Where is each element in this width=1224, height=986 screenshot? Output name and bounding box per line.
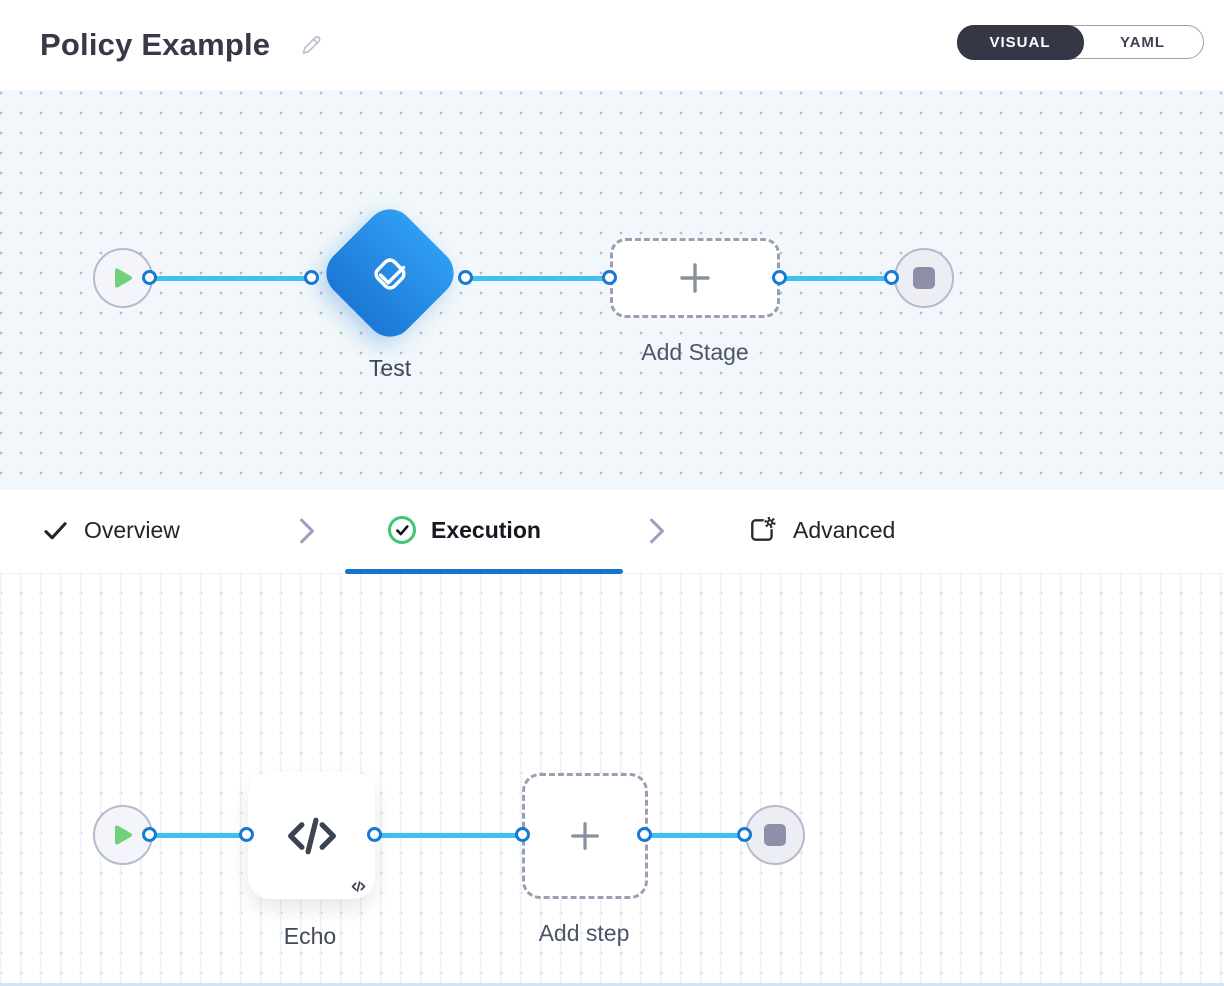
stage-graph-canvas[interactable]: Test Add Stage (0, 90, 1224, 490)
port[interactable] (737, 827, 752, 842)
execution-graph-canvas[interactable]: Echo Add step (0, 574, 1224, 986)
edge-add-to-end (780, 276, 892, 281)
port[interactable] (458, 270, 473, 285)
edge-step-to-add (375, 833, 523, 838)
step-node-echo[interactable] (248, 772, 375, 899)
execution-end-node[interactable] (745, 805, 805, 865)
stage-node-test[interactable] (316, 199, 464, 347)
check-icon (42, 517, 69, 544)
play-icon (112, 823, 134, 847)
tab-advanced[interactable]: Advanced (748, 490, 895, 570)
add-step-button[interactable] (522, 773, 648, 899)
edge-start-to-stage (150, 276, 312, 281)
plus-icon (677, 260, 713, 296)
stage-label: Test (368, 355, 412, 381)
step-label: Echo (283, 923, 337, 949)
play-icon (112, 266, 134, 290)
stop-icon (764, 824, 786, 846)
edge-start-to-step (150, 833, 247, 838)
header: Policy Example VISUAL YAML (0, 0, 1224, 90)
chevron-right-icon (298, 517, 316, 545)
tab-overview[interactable]: Overview (42, 490, 180, 570)
visual-yaml-toggle: VISUAL YAML (956, 24, 1204, 60)
toggle-visual-button[interactable]: VISUAL (956, 24, 1084, 60)
port[interactable] (304, 270, 319, 285)
edge-stage-to-add (466, 276, 610, 281)
check-circle-icon (388, 516, 416, 544)
tab-execution-label: Execution (431, 516, 541, 543)
add-stage-button[interactable] (610, 238, 780, 318)
pipeline-end-node[interactable] (894, 248, 954, 308)
tab-overview-label: Overview (84, 516, 180, 543)
port[interactable] (515, 827, 530, 842)
panel-gear-icon (748, 516, 778, 544)
add-step-label: Add step (538, 920, 630, 946)
port[interactable] (884, 270, 899, 285)
active-tab-underline (345, 569, 623, 574)
port[interactable] (772, 270, 787, 285)
port[interactable] (602, 270, 617, 285)
plus-icon (568, 819, 602, 853)
page-title: Policy Example (40, 27, 271, 62)
edit-title-button[interactable] (300, 34, 323, 57)
port[interactable] (239, 827, 254, 842)
stage-config-tabbar: Overview Execution Advanced (0, 490, 1224, 574)
add-stage-label: Add Stage (641, 339, 749, 365)
tab-execution[interactable]: Execution (388, 490, 541, 570)
code-icon (285, 809, 339, 863)
stop-icon (913, 267, 935, 289)
port[interactable] (142, 827, 157, 842)
port[interactable] (367, 827, 382, 842)
edge-add-to-end (645, 833, 745, 838)
tab-advanced-label: Advanced (793, 516, 896, 543)
port[interactable] (142, 270, 157, 285)
port[interactable] (637, 827, 652, 842)
chevron-right-icon (648, 517, 666, 545)
code-badge-icon (351, 879, 366, 894)
toggle-yaml-button[interactable]: YAML (1119, 33, 1166, 51)
pencil-icon (300, 34, 323, 57)
